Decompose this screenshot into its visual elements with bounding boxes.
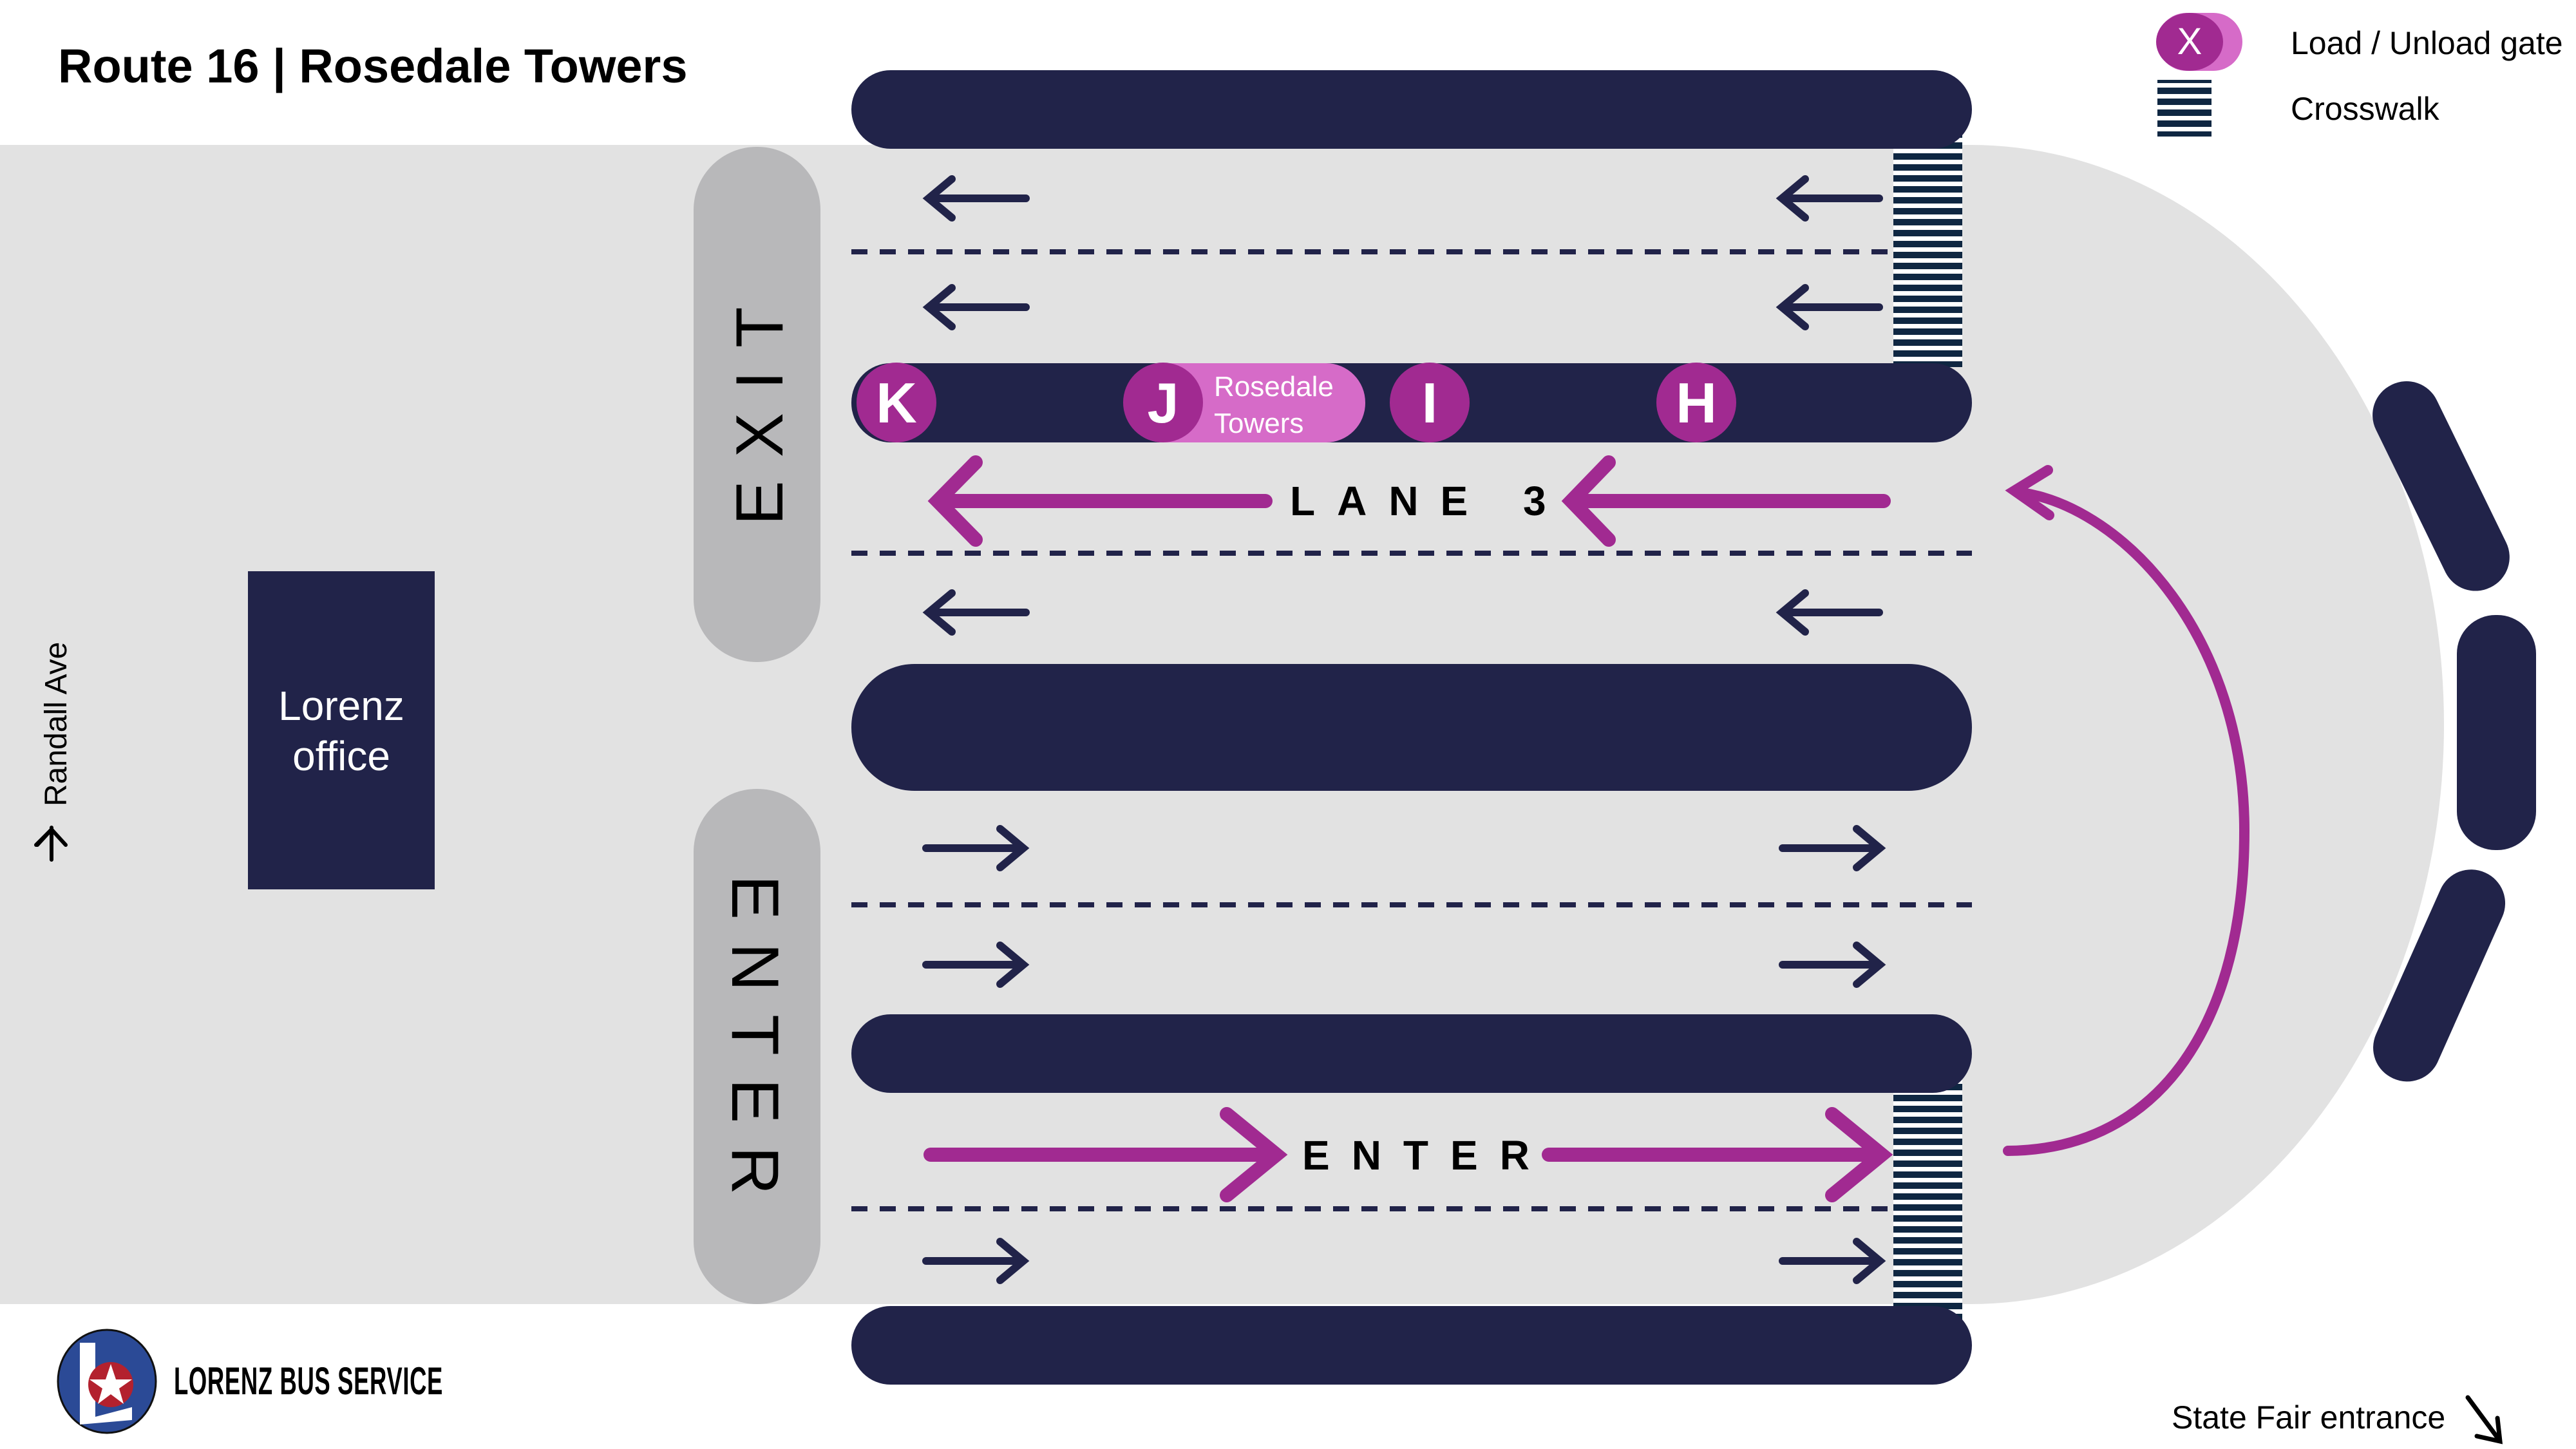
page-title: Route 16 | Rosedale Towers bbox=[58, 39, 688, 93]
enter-label: ENTER bbox=[717, 875, 792, 1218]
arrow-up-head-icon bbox=[35, 826, 68, 847]
gate-h[interactable]: H bbox=[1656, 363, 1736, 442]
legend-gate-symbol: X bbox=[2156, 13, 2242, 71]
route-arrow-left-icon bbox=[927, 455, 1273, 547]
island-south bbox=[851, 1014, 1972, 1093]
state-fair-label: State Fair entrance bbox=[2172, 1399, 2445, 1435]
route-arrow-left-icon bbox=[1561, 455, 1891, 547]
logo-star-icon bbox=[90, 1364, 132, 1404]
arrow-right-icon bbox=[1779, 942, 1886, 988]
exit-label: EXIT bbox=[723, 283, 797, 525]
gate-letter: K bbox=[876, 371, 917, 435]
lane-dividers bbox=[851, 249, 1972, 1211]
gate-i[interactable]: I bbox=[1390, 363, 1470, 442]
enter-lane-label: ENTER bbox=[1302, 1132, 1551, 1179]
legend-gate-letter: X bbox=[2177, 21, 2202, 62]
exit-pillar bbox=[694, 147, 820, 662]
arrow-down-right-icon bbox=[2465, 1395, 2503, 1444]
lorenz-office-building bbox=[248, 571, 435, 889]
stadium-pillar bbox=[2373, 869, 2506, 1082]
enter-pillar bbox=[694, 789, 820, 1304]
stadium-pillar bbox=[2372, 381, 2510, 591]
gate-letter: I bbox=[1422, 371, 1437, 435]
legend-crosswalk-icon bbox=[2157, 80, 2211, 137]
arrow-left-icon bbox=[922, 175, 1030, 222]
gate-k[interactable]: K bbox=[857, 363, 936, 442]
arrow-left-icon bbox=[1776, 175, 1883, 222]
office-label-line2: office bbox=[292, 733, 390, 779]
stadium-pillar bbox=[2457, 615, 2536, 850]
arrow-right-icon bbox=[922, 942, 1030, 988]
island-center bbox=[851, 664, 1972, 791]
route-uturn-arrowhead-icon bbox=[2005, 465, 2054, 520]
gate-letter: J bbox=[1148, 371, 1179, 435]
arrow-right-icon bbox=[922, 1238, 1030, 1284]
gate-j[interactable]: J Rosedale Towers bbox=[1123, 363, 1334, 442]
arrow-left-icon bbox=[922, 284, 1030, 330]
logo-l-letter bbox=[80, 1343, 132, 1425]
crosswalk-south bbox=[1893, 1050, 1962, 1340]
legend: X Load / Unload gate Crosswalk bbox=[2156, 13, 2563, 137]
island-bottom bbox=[851, 1306, 1972, 1385]
brand-name: LORENZ BUS SERVICE bbox=[174, 1359, 443, 1403]
gates: K J Rosedale Towers I H bbox=[857, 363, 1736, 442]
route-arrow-right-icon bbox=[1542, 1107, 1893, 1202]
gate-name-line: Towers bbox=[1214, 408, 1303, 439]
route-uturn-arrow bbox=[2003, 488, 2250, 1156]
arrow-left-icon bbox=[922, 589, 1030, 636]
legend-gate-label: Load / Unload gate bbox=[2291, 25, 2563, 61]
arrow-left-icon bbox=[1776, 284, 1883, 330]
office-label-line1: Lorenz bbox=[278, 683, 404, 729]
crosswalk-north bbox=[1893, 109, 1962, 367]
arrow-right-icon bbox=[1779, 1238, 1886, 1284]
gate-name-line: Rosedale bbox=[1214, 371, 1334, 402]
arrow-left-icon bbox=[1776, 589, 1883, 636]
route-path bbox=[923, 455, 2250, 1202]
randall-ave-label: Randall Ave bbox=[39, 642, 73, 806]
arrow-right-icon bbox=[1779, 825, 1886, 871]
legend-crosswalk-label: Crosswalk bbox=[2291, 91, 2440, 127]
stadium-pillars bbox=[2372, 381, 2536, 1082]
gate-letter: H bbox=[1676, 371, 1717, 435]
island-north bbox=[851, 70, 1972, 149]
lane-arrows bbox=[922, 175, 1886, 1284]
lorenz-logo bbox=[57, 1329, 157, 1434]
lane-3-label: LANE 3 bbox=[1290, 478, 1568, 524]
arrow-right-icon bbox=[922, 825, 1030, 871]
route-arrow-right-icon bbox=[923, 1107, 1288, 1202]
